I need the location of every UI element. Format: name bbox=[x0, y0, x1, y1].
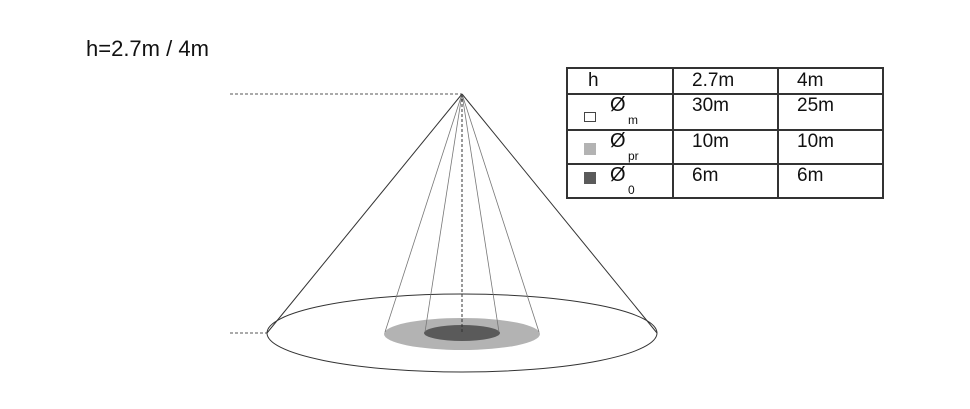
cone-edge-left bbox=[266, 93, 463, 334]
zero-edge-left bbox=[424, 93, 463, 333]
value-cell: 25m bbox=[777, 93, 884, 131]
value-cell: 10m bbox=[672, 129, 779, 165]
diameter-symbol: Ø bbox=[610, 94, 626, 116]
diameter-symbol: Ø bbox=[610, 130, 626, 152]
header-2-7m: 2.7m bbox=[672, 67, 779, 95]
subscript: pr bbox=[628, 149, 639, 163]
value-cell: 6m bbox=[777, 163, 884, 199]
light-gray-swatch-icon bbox=[584, 143, 596, 155]
diameter-symbol: Ø bbox=[610, 164, 626, 186]
subscript: 0 bbox=[628, 183, 635, 197]
diagram-title: h=2.7m / 4m bbox=[86, 36, 209, 61]
presence-edge-right bbox=[461, 93, 540, 333]
presence-edge-left bbox=[384, 93, 463, 333]
header-4m: 4m bbox=[777, 67, 884, 95]
table-header-row: h 2.7m 4m bbox=[566, 67, 884, 95]
zero-edge-right bbox=[461, 93, 500, 333]
dark-gray-swatch-icon bbox=[584, 172, 596, 184]
white-swatch-icon bbox=[584, 112, 596, 122]
header-h: h bbox=[566, 67, 674, 95]
value-cell: 30m bbox=[672, 93, 779, 131]
cone-edge-right bbox=[461, 93, 658, 334]
zero-detection-ellipse bbox=[424, 325, 500, 341]
subscript: m bbox=[628, 113, 638, 127]
value-cell: 10m bbox=[777, 129, 884, 165]
value-cell: 6m bbox=[672, 163, 779, 199]
